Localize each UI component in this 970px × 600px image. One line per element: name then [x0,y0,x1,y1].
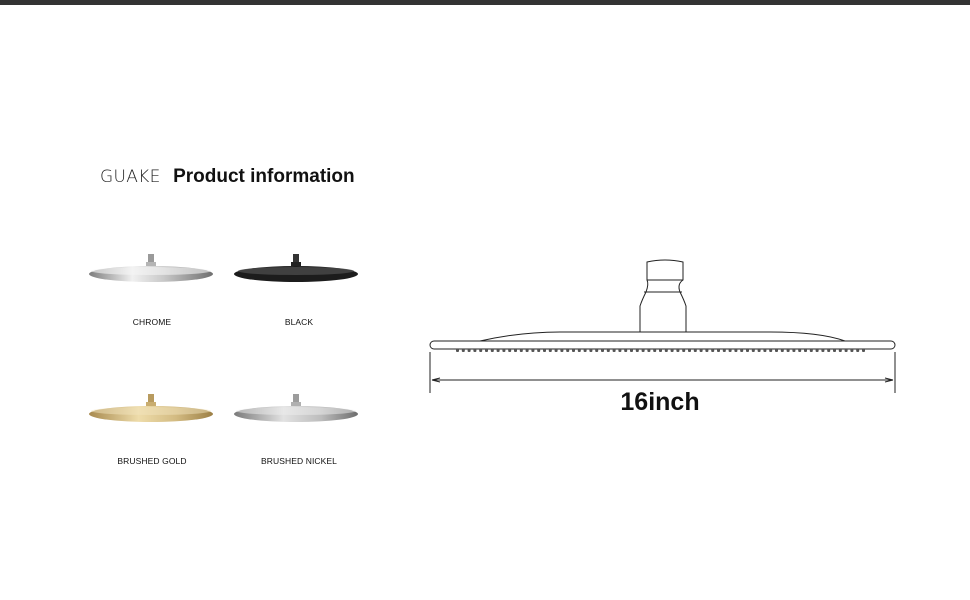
nozzle-mark [827,349,831,352]
nozzle-mark [809,349,813,352]
nozzle-mark [589,349,593,352]
nozzle-mark [572,349,575,352]
nozzle-mark [612,349,616,352]
nozzle-mark [461,349,465,352]
nozzle-mark [473,349,477,352]
shower-plate-outline [429,340,896,350]
nozzle-mark [699,349,703,352]
finish-swatch-black [233,250,363,290]
nozzle-mark [838,349,842,352]
page-heading: GUAKE Product information [100,166,355,188]
nozzle-mark [693,349,697,352]
nozzle-mark [775,349,778,352]
shower-head-black-icon [234,254,358,282]
nozzle-mark [537,349,541,352]
brand-logo: GUAKE [100,167,161,187]
nozzle-mark [711,349,715,352]
nozzle-mark [595,349,599,352]
nozzle-mark [496,349,500,352]
nozzle-mark [740,349,744,352]
nozzle-mark [682,349,686,352]
finish-label-brushed-gold: BRUSHED GOLD [117,456,187,466]
nozzle-mark [502,349,506,352]
nozzle-mark [769,349,773,352]
nozzle-mark [548,349,552,352]
nozzle-mark [664,349,668,352]
nozzle-mark [514,349,517,352]
nozzle-mark [635,349,639,352]
nozzle-mark [601,349,604,352]
nozzle-mark [630,349,633,352]
nozzle-mark [560,349,564,352]
page-title: Product information [173,166,355,187]
nozzle-mark [485,349,488,352]
finish-swatch-chrome [88,250,218,290]
nozzle-mark [647,349,651,352]
nozzle-mark [833,349,836,352]
shower-head-brushed-gold-icon [89,394,213,422]
nozzle-mark [844,349,848,352]
nozzle-mark [670,349,674,352]
finish-label-brushed-nickel: BRUSHED NICKEL [260,456,338,466]
nozzle-mark [705,349,709,352]
nozzle-mark [467,349,471,352]
nozzle-mark [763,349,767,352]
nozzle-mark [798,349,802,352]
nozzle-mark [624,349,628,352]
nozzle-mark [688,349,691,352]
finish-swatch-brushed-gold [88,390,218,430]
shower-head-brushed-nickel-icon [234,394,358,422]
nozzle-mark [554,349,558,352]
nozzle-mark [815,349,819,352]
finish-label-chrome: CHROME [132,317,172,327]
nozzle-mark [717,349,720,352]
nozzle-mark [659,349,662,352]
nozzle-mark [676,349,680,352]
nozzle-mark [734,349,738,352]
nozzle-mark [850,349,854,352]
nozzle-mark [786,349,790,352]
top-bar [0,0,970,5]
nozzle-mark [618,349,622,352]
nozzle-mark [641,349,645,352]
nozzle-mark [856,349,860,352]
nozzle-mark [577,349,581,352]
dimension-label: 16inch [620,388,700,416]
shower-head-chrome-icon [89,254,213,282]
nozzle-mark [583,349,587,352]
nozzle-mark [566,349,570,352]
nozzle-mark [821,349,825,352]
nozzle-mark [531,349,535,352]
nozzle-mark [804,349,807,352]
nozzle-mark [543,349,546,352]
nozzle-mark [508,349,512,352]
nozzle-mark [653,349,657,352]
nozzle-mark [862,349,865,352]
nozzle-mark [456,349,459,352]
nozzle-mark [757,349,761,352]
finish-swatch-brushed-nickel [233,390,363,430]
nozzle-mark [490,349,494,352]
nozzle-mark [479,349,483,352]
finish-label-black: BLACK [284,317,314,327]
nozzle-mark [751,349,755,352]
nozzle-mark [519,349,523,352]
nozzle-mark [746,349,749,352]
nozzle-mark [728,349,732,352]
nozzle-mark [780,349,784,352]
nozzle-mark [722,349,726,352]
nozzle-mark [525,349,529,352]
connector-outline [639,259,687,333]
nozzle-mark [606,349,610,352]
nozzle-mark [792,349,796,352]
